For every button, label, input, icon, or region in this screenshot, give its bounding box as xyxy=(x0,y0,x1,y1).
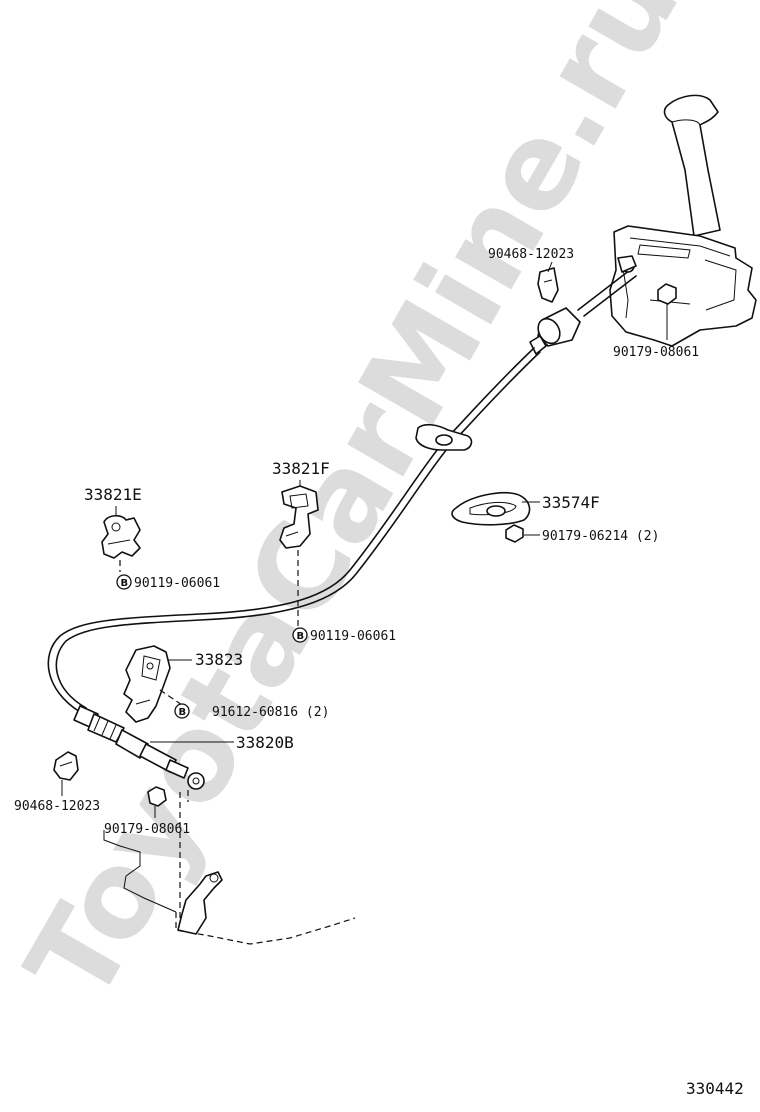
transaxle-outline xyxy=(103,830,356,945)
clip-90468-top: 90468-12023 xyxy=(488,247,574,303)
bolt-91612-60816: B 91612-60816 (2) xyxy=(174,703,329,720)
label-90119-06061-left: 90119-06061 xyxy=(134,576,220,591)
label-33821E: 33821E xyxy=(84,485,142,504)
clip-33821E: 33821E xyxy=(84,485,142,572)
label-33821F: 33821F xyxy=(272,459,330,478)
callout-33820B: 33820B xyxy=(150,733,294,752)
nut-90179-08061-bottom: 90179-08061 xyxy=(104,786,190,920)
label-90179-08061-top: 90179-08061 xyxy=(613,345,699,360)
label-90119-06061-mid: 90119-06061 xyxy=(310,629,396,644)
bolt-90119-06061-left: B 90119-06061 xyxy=(116,574,220,591)
svg-text:B: B xyxy=(179,707,187,718)
diagram-id: 330442 xyxy=(686,1079,744,1098)
shift-lever-assembly xyxy=(609,94,757,347)
label-90468-12023-top: 90468-12023 xyxy=(488,247,574,262)
shift-cable xyxy=(47,255,637,790)
nut-90179-06214: 90179-06214 (2) xyxy=(505,524,659,544)
watermark-text: ToyotaCarMine.ru xyxy=(0,0,706,1024)
nut-90179-08061-top xyxy=(657,283,677,305)
label-91612-60816: 91612-60816 (2) xyxy=(212,705,329,720)
bolt-90119-06061-mid: B 90119-06061 xyxy=(292,627,396,644)
label-90179-06214: 90179-06214 (2) xyxy=(542,529,659,544)
label-33574F: 33574F xyxy=(542,493,600,512)
label-33823: 33823 xyxy=(195,650,243,669)
label-90179-08061-bottom: 90179-08061 xyxy=(104,822,190,837)
clip-90468-bottom: 90468-12023 xyxy=(14,751,100,814)
bracket-33823: 33823 xyxy=(123,645,243,723)
callout-90179-08061-top: 90179-08061 xyxy=(613,303,699,360)
retainer-33574F: 33574F xyxy=(451,491,600,526)
svg-text:B: B xyxy=(297,631,305,642)
label-33820B: 33820B xyxy=(236,733,294,752)
label-90468-12023-bottom: 90468-12023 xyxy=(14,799,100,814)
svg-text:B: B xyxy=(121,578,129,589)
bracket-33821F: 33821F xyxy=(272,459,330,630)
